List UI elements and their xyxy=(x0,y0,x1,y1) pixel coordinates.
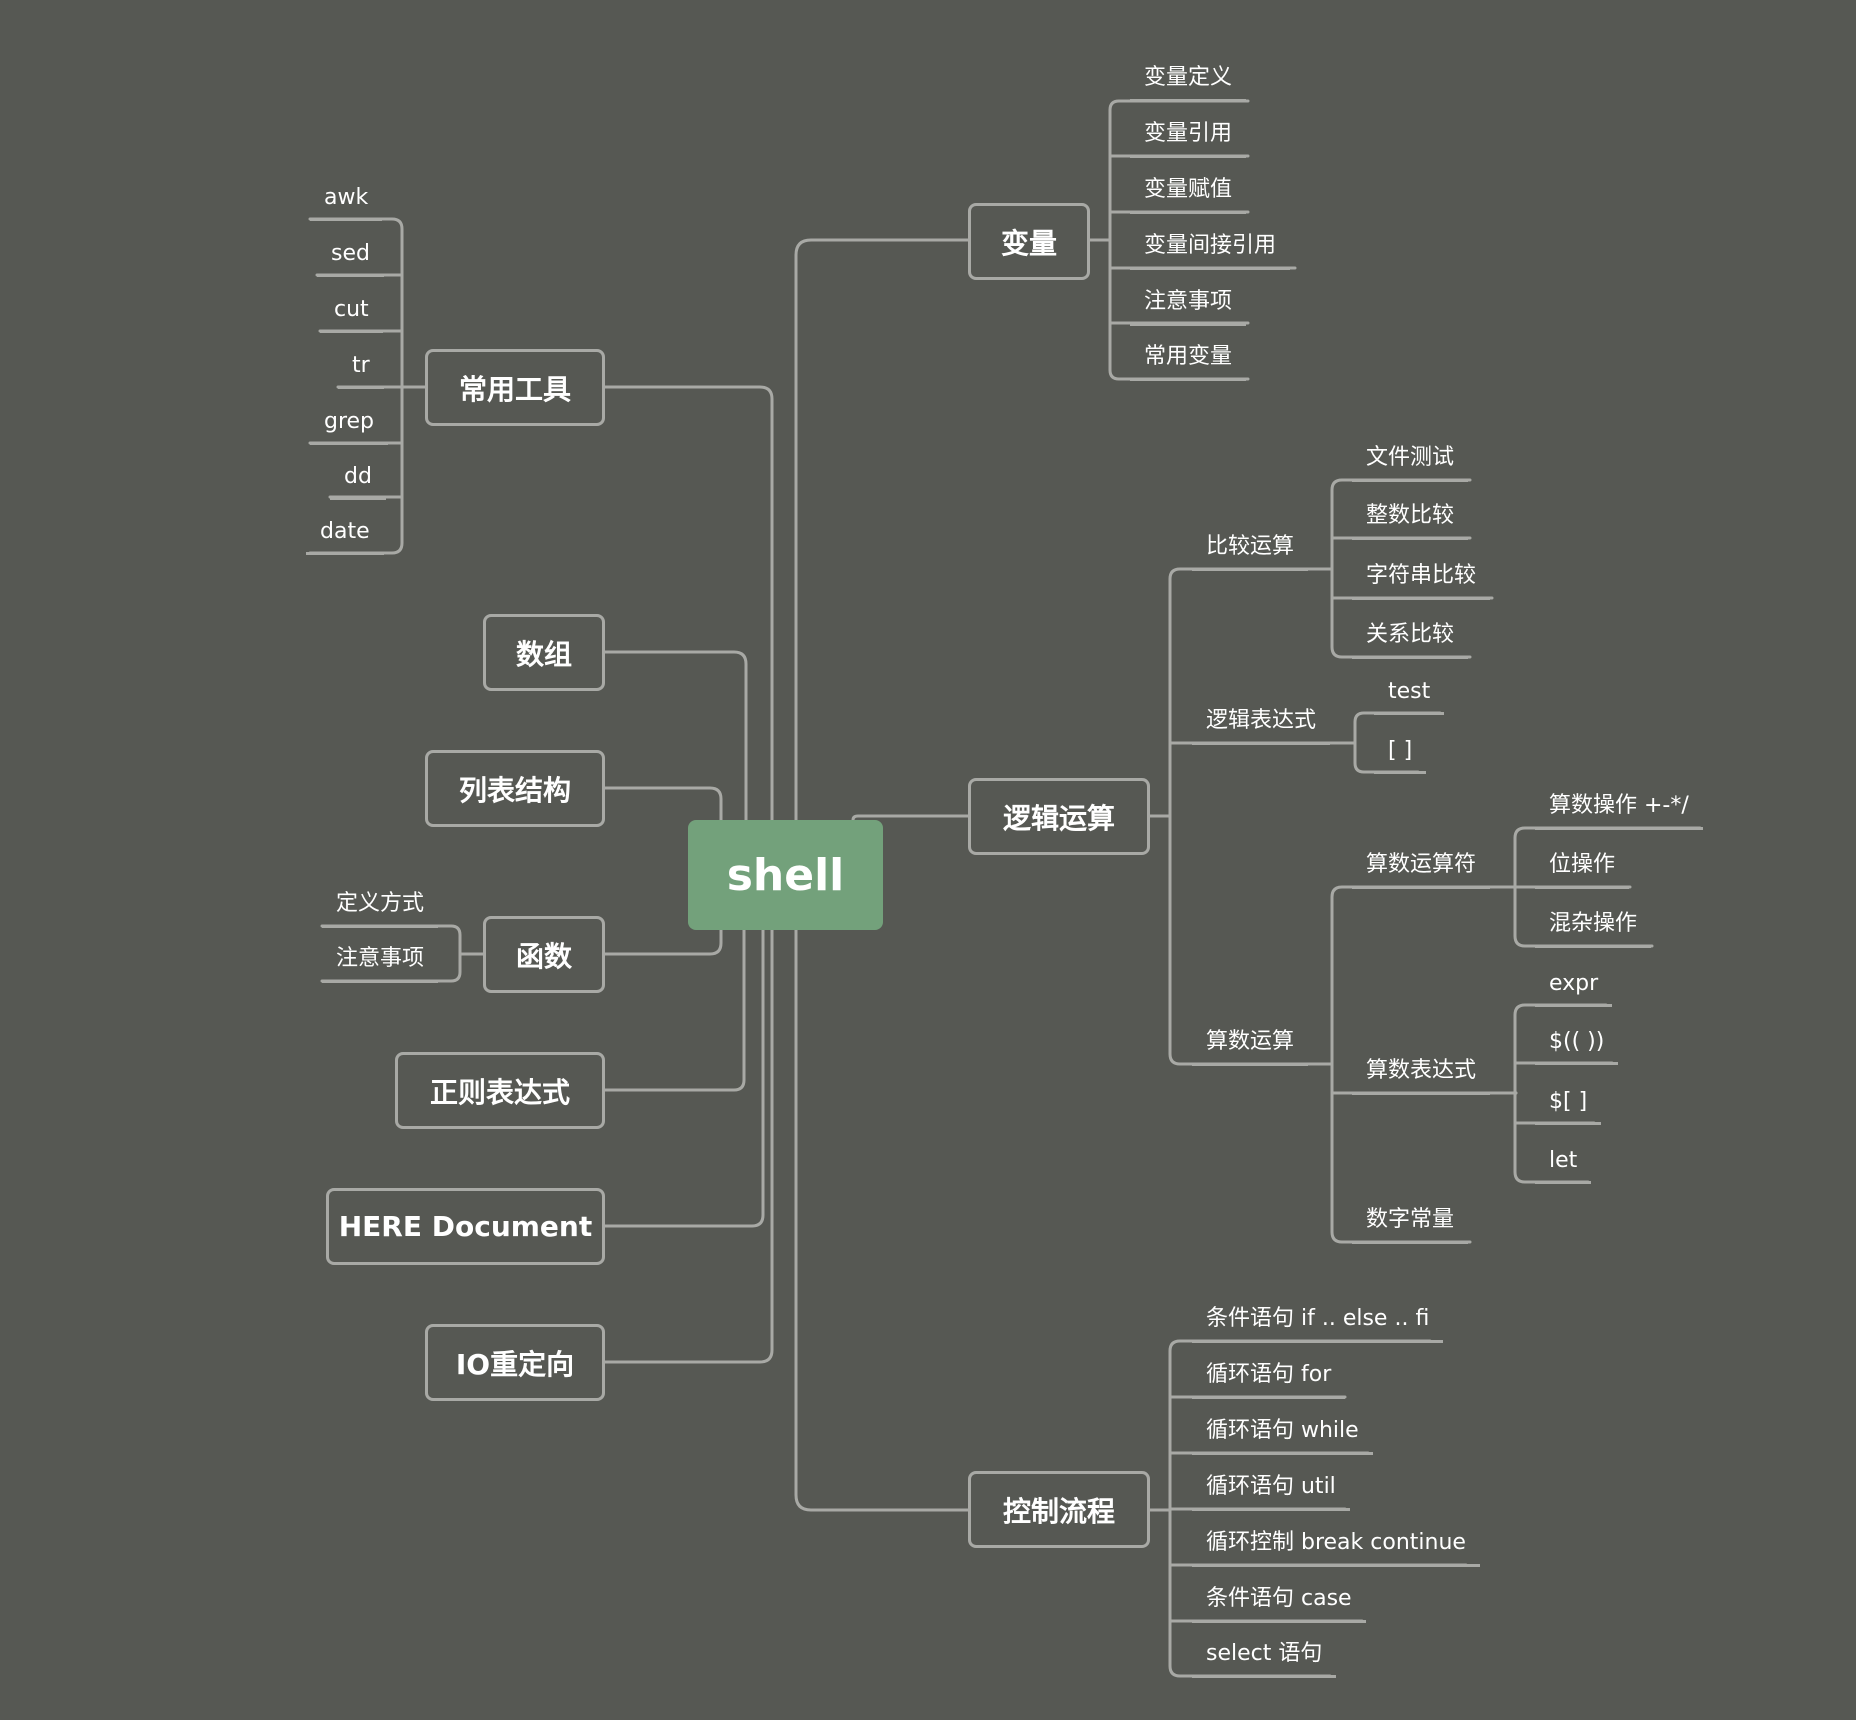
leaf-func-define[interactable]: 定义方式 xyxy=(322,888,439,928)
leaf-tool-dd[interactable]: dd xyxy=(330,460,386,500)
leaf-bit-ops[interactable]: 位操作 xyxy=(1535,849,1630,889)
leaf-break-continue[interactable]: 循环控制 break continue xyxy=(1192,1527,1480,1567)
link-array-root xyxy=(603,650,748,822)
leaf-util[interactable]: 循环语句 util xyxy=(1192,1471,1350,1511)
node-func[interactable]: 函数 xyxy=(483,916,605,993)
link-compare-children xyxy=(1328,478,1494,659)
leaf-mixed-ops[interactable]: 混杂操作 xyxy=(1535,908,1652,948)
link-logic-sub xyxy=(1148,567,1332,1066)
link-heredoc-root xyxy=(603,928,765,1228)
link-func-children xyxy=(320,924,485,983)
leaf-file-test[interactable]: 文件测试 xyxy=(1352,442,1469,482)
node-array[interactable]: 数组 xyxy=(483,614,605,691)
leaf-relation-compare[interactable]: 关系比较 xyxy=(1352,619,1469,659)
leaf-tool-awk[interactable]: awk xyxy=(310,181,383,221)
link-expr-children xyxy=(1513,1003,1614,1184)
leaf-for[interactable]: 循环语句 for xyxy=(1192,1359,1346,1399)
link-regex-root xyxy=(603,928,746,1092)
leaf-var-common[interactable]: 常用变量 xyxy=(1130,341,1247,381)
link-arith-sub xyxy=(1328,885,1518,1244)
link-root-flow xyxy=(794,928,970,1512)
link-tools-root xyxy=(603,385,774,822)
node-logic[interactable]: 逻辑运算 xyxy=(968,778,1150,855)
leaf-select[interactable]: select 语句 xyxy=(1192,1638,1337,1678)
leaf-brackets[interactable]: [ ] xyxy=(1374,734,1427,774)
link-operators-children xyxy=(1513,826,1702,948)
root-node-shell[interactable]: shell xyxy=(688,820,883,930)
node-heredoc[interactable]: HERE Document xyxy=(326,1188,605,1265)
link-logicexpr-children xyxy=(1328,711,1442,774)
leaf-tool-date[interactable]: date xyxy=(306,515,384,555)
leaf-double-paren[interactable]: $(( )) xyxy=(1535,1025,1619,1065)
leaf-tool-sed[interactable]: sed xyxy=(317,237,384,277)
leaf-func-notes[interactable]: 注意事项 xyxy=(322,943,439,983)
node-flow[interactable]: 控制流程 xyxy=(968,1471,1150,1548)
leaf-var-assign[interactable]: 变量赋值 xyxy=(1130,174,1247,214)
leaf-tool-cut[interactable]: cut xyxy=(320,293,383,333)
node-io[interactable]: IO重定向 xyxy=(425,1324,605,1401)
leaf-var-notes[interactable]: 注意事项 xyxy=(1130,286,1247,326)
node-regex[interactable]: 正则表达式 xyxy=(395,1052,605,1129)
leaf-let[interactable]: let xyxy=(1535,1144,1592,1184)
label-logic-expr[interactable]: 逻辑表达式 xyxy=(1192,705,1331,745)
label-compare[interactable]: 比较运算 xyxy=(1192,531,1309,571)
node-tools[interactable]: 常用工具 xyxy=(425,349,605,426)
link-list-root xyxy=(603,786,723,822)
label-arith[interactable]: 算数运算 xyxy=(1192,1026,1309,1066)
leaf-case[interactable]: 条件语句 case xyxy=(1192,1583,1366,1623)
link-root-vars xyxy=(794,238,970,822)
leaf-tool-grep[interactable]: grep xyxy=(310,405,389,445)
leaf-string-compare[interactable]: 字符串比较 xyxy=(1352,560,1491,600)
leaf-var-indirect[interactable]: 变量间接引用 xyxy=(1130,230,1291,270)
link-io-root xyxy=(603,928,774,1364)
leaf-number-constant[interactable]: 数字常量 xyxy=(1352,1204,1469,1244)
label-arith-operators[interactable]: 算数运算符 xyxy=(1352,849,1491,889)
leaf-var-define[interactable]: 变量定义 xyxy=(1130,62,1247,102)
leaf-int-compare[interactable]: 整数比较 xyxy=(1352,500,1469,540)
label-arith-expr[interactable]: 算数表达式 xyxy=(1352,1055,1491,1095)
leaf-if-else[interactable]: 条件语句 if .. else .. fi xyxy=(1192,1303,1444,1343)
leaf-arith-ops[interactable]: 算数操作 +-*/ xyxy=(1535,790,1703,830)
leaf-test[interactable]: test xyxy=(1374,675,1445,715)
node-vars[interactable]: 变量 xyxy=(968,203,1090,280)
node-list[interactable]: 列表结构 xyxy=(425,750,605,827)
leaf-dollar-bracket[interactable]: $[ ] xyxy=(1535,1085,1602,1125)
leaf-tool-tr[interactable]: tr xyxy=(338,349,384,389)
link-func-root xyxy=(603,928,723,956)
link-root-logic xyxy=(851,814,970,822)
leaf-while[interactable]: 循环语句 while xyxy=(1192,1415,1373,1455)
leaf-expr[interactable]: expr xyxy=(1535,967,1613,1007)
leaf-var-reference[interactable]: 变量引用 xyxy=(1130,118,1247,158)
